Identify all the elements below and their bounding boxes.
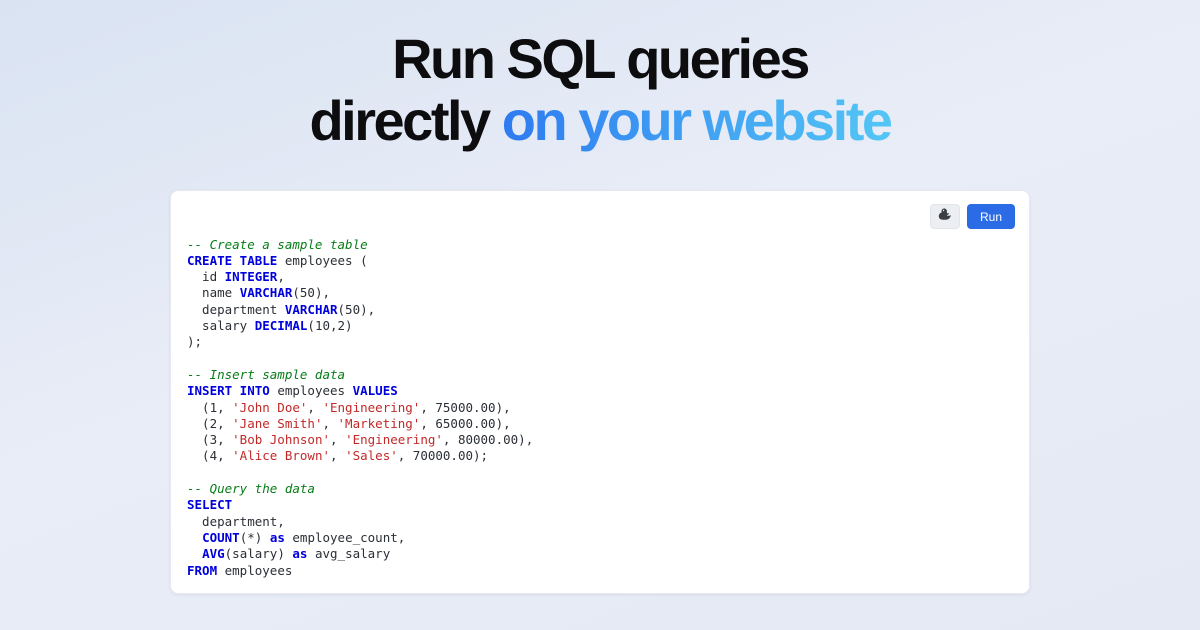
code-token-plain: (4, bbox=[187, 448, 233, 464]
code-token-plain: , 70000.00); bbox=[397, 448, 489, 464]
code-token-plain: (salary) bbox=[224, 546, 293, 562]
code-token-plain: employees bbox=[269, 383, 353, 399]
title-line2-dark: directly bbox=[309, 89, 491, 152]
code-token-plain: department bbox=[247, 579, 330, 581]
code-line: name VARCHAR(50), bbox=[187, 285, 899, 301]
code-token-plain: employees bbox=[217, 562, 293, 578]
code-token-plain: , bbox=[307, 399, 323, 415]
duck-icon bbox=[937, 207, 952, 226]
code-token-keyword: VARCHAR bbox=[239, 285, 293, 301]
code-token-keyword: AVG bbox=[202, 546, 225, 562]
code-line: COUNT(*) as employee_count, bbox=[187, 530, 899, 546]
title-line1: Run SQL queries bbox=[392, 27, 810, 90]
code-token-string: 'Bob Johnson' bbox=[232, 432, 330, 448]
code-line: department VARCHAR(50), bbox=[187, 302, 899, 318]
code-token-plain: (3, bbox=[187, 432, 233, 448]
code-token-plain: (2, bbox=[187, 415, 233, 431]
code-token-plain: employee_count, bbox=[284, 529, 406, 545]
code-token-keyword: FROM bbox=[187, 562, 218, 578]
code-token-plain: (50), bbox=[337, 301, 376, 317]
duck-button[interactable] bbox=[929, 204, 960, 229]
code-line: (4, 'Alice Brown', 'Sales', 70000.00); bbox=[187, 448, 899, 464]
code-line: salary DECIMAL(10,2) bbox=[187, 318, 899, 334]
code-token-plain: , bbox=[330, 432, 346, 448]
code-token-plain: ); bbox=[187, 334, 203, 350]
code-token-keyword: VALUES bbox=[352, 383, 398, 399]
editor-toolbar: Run bbox=[929, 204, 1015, 229]
code-token-keyword: SELECT bbox=[187, 497, 233, 513]
code-token-keyword: COUNT bbox=[202, 529, 240, 545]
code-token-keyword: as bbox=[292, 546, 308, 562]
code-token-keyword: GROUP BY bbox=[187, 579, 247, 581]
code-token-plain: , 80000.00), bbox=[442, 432, 534, 448]
code-token-plain: avg_salary bbox=[307, 546, 391, 562]
code-line: (3, 'Bob Johnson', 'Engineering', 80000.… bbox=[187, 432, 899, 448]
code-token-string: 'Sales' bbox=[345, 448, 398, 464]
code-token-keyword: INTEGER bbox=[224, 269, 278, 285]
code-token-keyword: CREATE TABLE bbox=[187, 252, 278, 268]
code-line: SELECT bbox=[187, 497, 899, 513]
code-token-plain: , bbox=[277, 269, 285, 285]
code-token-plain: , bbox=[322, 415, 338, 431]
code-token-string: 'Jane Smith' bbox=[232, 415, 323, 431]
code-token-string: 'Alice Brown' bbox=[232, 448, 330, 464]
code-line bbox=[187, 351, 899, 367]
code-token-keyword: VARCHAR bbox=[284, 301, 338, 317]
code-token-string: 'John Doe' bbox=[232, 399, 308, 415]
code-token-plain: department, bbox=[187, 513, 285, 529]
code-token-comment: -- Create a sample table bbox=[187, 236, 368, 252]
code-token-keyword: DECIMAL bbox=[254, 318, 308, 334]
code-line: ); bbox=[187, 334, 899, 350]
code-token-plain: (10,2) bbox=[307, 318, 353, 334]
code-token-plain bbox=[187, 546, 202, 561]
code-line: -- Insert sample data bbox=[187, 367, 899, 383]
code-line: (2, 'Jane Smith', 'Marketing', 65000.00)… bbox=[187, 416, 899, 432]
code-line: CREATE TABLE employees ( bbox=[187, 253, 899, 269]
code-token-comment: -- Query the data bbox=[187, 481, 315, 497]
code-token-comment: -- Insert sample data bbox=[187, 366, 346, 382]
code-token-plain: , 75000.00), bbox=[420, 399, 511, 415]
code-line: AVG(salary) as avg_salary bbox=[187, 546, 899, 562]
code-line: -- Create a sample table bbox=[187, 237, 899, 253]
code-token-plain: , 65000.00), bbox=[420, 415, 511, 431]
code-token-plain: (50), bbox=[292, 285, 331, 301]
code-token-plain: , bbox=[330, 448, 346, 464]
code-line: id INTEGER, bbox=[187, 269, 899, 285]
code-line: FROM employees bbox=[187, 563, 899, 579]
code-token-plain: id bbox=[187, 269, 225, 285]
code-line: (1, 'John Doe', 'Engineering', 75000.00)… bbox=[187, 400, 899, 416]
code-token-plain: employees ( bbox=[277, 252, 368, 268]
code-token-keyword: INSERT INTO bbox=[187, 383, 270, 399]
code-line: -- Query the data bbox=[187, 481, 899, 497]
code-token-plain: department bbox=[187, 301, 285, 317]
code-line: department, bbox=[187, 514, 899, 530]
code-token-plain bbox=[187, 530, 202, 545]
code-token-string: 'Engineering' bbox=[322, 399, 421, 415]
code-token-plain: (1, bbox=[187, 399, 233, 415]
code-line bbox=[187, 465, 899, 481]
code-token-string: 'Marketing' bbox=[337, 415, 421, 431]
code-token-plain: salary bbox=[187, 318, 255, 334]
code-token-keyword: as bbox=[269, 529, 285, 545]
code-line: GROUP BY department bbox=[187, 579, 899, 581]
code-token-string: 'Engineering' bbox=[345, 432, 443, 448]
title-line2-accent: on your website bbox=[501, 89, 893, 152]
run-button[interactable]: Run bbox=[966, 204, 1015, 229]
code-line: INSERT INTO employees VALUES bbox=[187, 383, 899, 399]
code-token-plain: (*) bbox=[239, 529, 270, 545]
code-token-plain: name bbox=[187, 285, 240, 301]
